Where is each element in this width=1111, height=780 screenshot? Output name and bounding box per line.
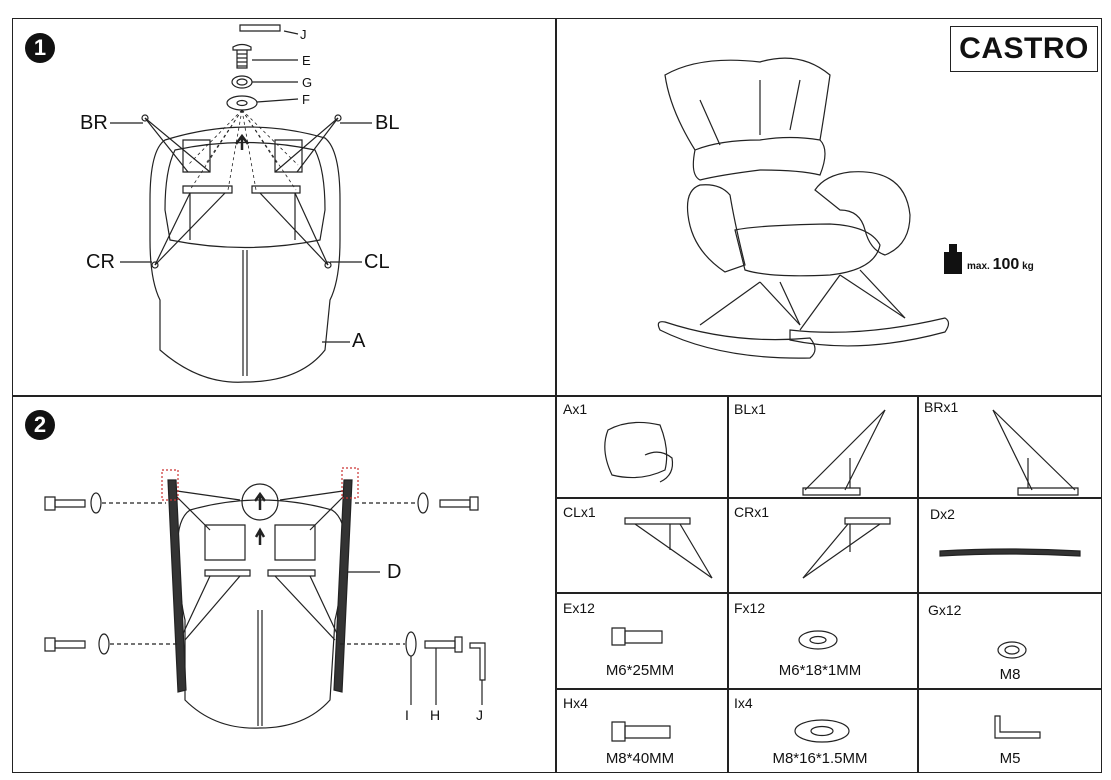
rocking-chair-illustration xyxy=(657,57,950,359)
label-br: BR xyxy=(80,112,108,134)
weight-icon xyxy=(944,244,962,274)
bolt-washer-top-right xyxy=(355,492,479,514)
label-f: F xyxy=(302,92,310,107)
parts-divider-h2 xyxy=(555,592,1102,594)
part-br-title: BRx1 xyxy=(924,399,959,415)
parts-divider-v2 xyxy=(917,395,919,773)
part-cl-title: CLx1 xyxy=(563,504,596,520)
part-g-spring-washer-icon xyxy=(997,641,1027,659)
divider-horizontal xyxy=(12,395,1102,397)
part-cr-leg-icon xyxy=(802,517,891,579)
label-d: D xyxy=(387,561,402,583)
part-d-title: Dx2 xyxy=(930,506,955,522)
part-cl-leg-icon xyxy=(624,517,713,579)
part-a-title: Ax1 xyxy=(563,401,588,417)
parts-divider-h3 xyxy=(555,688,1102,690)
parts-divider-v1 xyxy=(727,395,729,773)
part-h-spec: M8*40MM xyxy=(605,750,675,767)
label-h: H xyxy=(430,707,441,723)
seat-shell-a xyxy=(149,126,350,383)
label-j-step1: J xyxy=(300,27,307,42)
part-f-washer-icon xyxy=(798,630,838,650)
assembly-dash-lines xyxy=(187,109,299,191)
highlight-boxes xyxy=(161,467,359,501)
flat-washer-f-icon xyxy=(226,95,299,111)
part-i-title: Ix4 xyxy=(734,695,753,711)
label-e: E xyxy=(302,53,311,68)
leg-bl xyxy=(274,114,372,173)
leg-cl xyxy=(251,185,362,269)
bolt-washer-top-left xyxy=(44,492,166,514)
max-load-value: 100 xyxy=(992,256,1020,273)
label-j-step2: J xyxy=(476,707,483,723)
part-f-spec: M6*18*1MM xyxy=(778,662,862,679)
part-e-title: Ex12 xyxy=(563,600,595,616)
part-e-spec: M6*25MM xyxy=(605,662,675,679)
spring-washer-g-icon xyxy=(231,75,298,89)
bolt-washer-bottom-right xyxy=(340,631,486,705)
label-i: I xyxy=(405,707,409,723)
seat-shell-step2 xyxy=(169,489,351,729)
brand-title: CASTRO xyxy=(950,26,1098,72)
allen-key-icon xyxy=(239,24,299,35)
rocker-rail-left xyxy=(167,479,187,693)
part-a-seat-icon xyxy=(604,421,674,483)
max-load-label: max. 100 kg xyxy=(967,256,1034,274)
up-arrow-icon xyxy=(253,491,267,510)
label-g: G xyxy=(302,75,313,90)
label-cl: CL xyxy=(364,251,390,273)
part-br-leg-icon xyxy=(992,409,1079,496)
part-g-title: Gx12 xyxy=(928,602,962,618)
leg-cr xyxy=(120,185,233,269)
part-d-rail-icon xyxy=(939,548,1081,557)
part-i-spec: M8*16*1.5MM xyxy=(772,750,868,767)
leg-br xyxy=(110,114,211,173)
part-h-title: Hx4 xyxy=(563,695,588,711)
parts-divider-h1 xyxy=(555,497,1102,499)
max-load-prefix: max. xyxy=(967,261,990,272)
part-cr-title: CRx1 xyxy=(734,504,770,520)
step-1-badge: 1 xyxy=(25,33,55,63)
part-bl-title: BLx1 xyxy=(734,401,766,417)
part-e-bolt-icon xyxy=(611,627,663,646)
part-m5-allen-key-icon xyxy=(994,715,1041,739)
part-m5-spec: M5 xyxy=(999,750,1021,767)
step-2-badge: 2 xyxy=(25,410,55,440)
label-cr: CR xyxy=(86,251,115,273)
label-bl: BL xyxy=(375,112,400,134)
bolt-washer-bottom-left xyxy=(44,633,180,655)
label-a: A xyxy=(352,330,366,352)
part-bl-leg-icon xyxy=(802,409,886,496)
max-load-unit: kg xyxy=(1022,261,1034,272)
bolt-e-icon xyxy=(232,43,298,69)
direction-arrow-icon xyxy=(235,133,249,150)
up-arrow-small-icon xyxy=(254,527,266,545)
part-h-bolt-icon xyxy=(611,721,671,742)
part-i-washer-icon xyxy=(794,719,850,743)
part-f-title: Fx12 xyxy=(734,600,766,616)
part-g-spec: M8 xyxy=(999,666,1021,683)
rocker-rail-right xyxy=(333,479,380,693)
zoom-circle xyxy=(241,483,279,521)
